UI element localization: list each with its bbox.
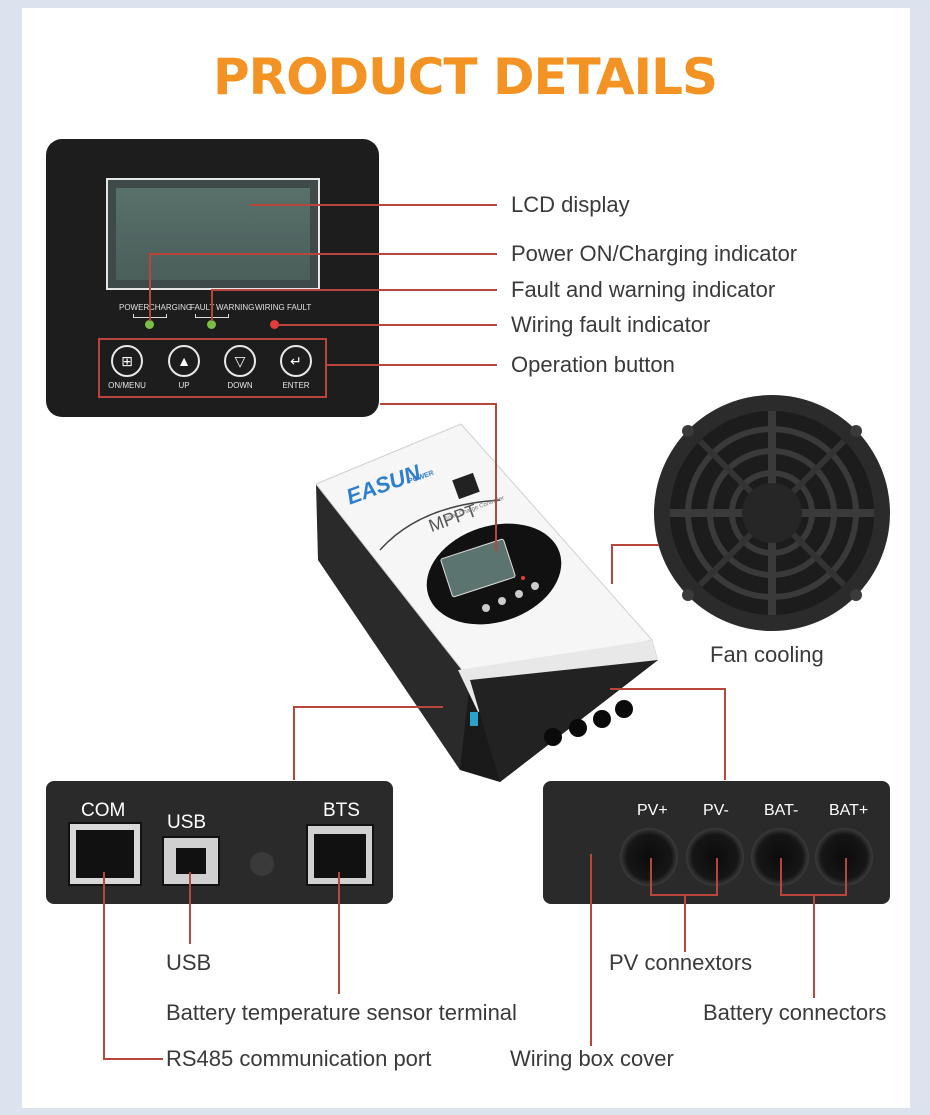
cooling-fan-image (654, 395, 890, 631)
down-button[interactable]: ▽ (224, 345, 256, 377)
buttons-highlight (98, 338, 327, 398)
power-callout-drop (149, 253, 151, 321)
fault-indicator-callout: Fault and warning indicator (511, 277, 776, 302)
pv-plus-callout-drop (650, 858, 652, 896)
triangle-up-icon: ▲ (177, 353, 191, 369)
wiring-indicator-callout: Wiring fault indicator (511, 312, 711, 337)
fan-callout-line (611, 544, 659, 546)
pv-connectors-callout: PV connextors (609, 950, 753, 975)
down-label: DOWN (227, 381, 253, 390)
pv-plus-label: PV+ (637, 802, 668, 819)
wiring-fault-led-label: WIRING FAULT (255, 303, 312, 312)
usb-port-label: USB (167, 812, 207, 833)
wiring-box-callout: Wiring box cover (510, 1046, 674, 1071)
ports-callout-drop (293, 706, 295, 780)
wiring-box-callout-drop (590, 854, 592, 1046)
connectors-callout-line (610, 688, 726, 690)
lcd-display-callout: LCD display (511, 192, 630, 217)
warning-led-label: WARNING (216, 303, 255, 312)
enter-icon: ↵ (290, 353, 302, 369)
page-title: PRODUCT DETAILS (212, 48, 718, 106)
bat-plus-connector (815, 828, 873, 886)
pv-plus-connector (620, 828, 678, 886)
up-button[interactable]: ▲ (168, 345, 200, 377)
power-indicator-callout: Power ON/Charging indicator (511, 241, 798, 266)
fault-led (207, 320, 216, 329)
power-callout-line (149, 253, 497, 255)
enter-label: ENTER (282, 381, 310, 390)
bts-port-label: BTS (323, 800, 360, 821)
bat-minus-callout-drop (780, 858, 782, 896)
pv-callout-drop (684, 894, 686, 952)
connectors-callout-drop (724, 688, 726, 780)
pv-minus-callout-drop (716, 858, 718, 896)
charging-led-label: CHARGING (149, 303, 193, 312)
bts-port (306, 824, 374, 886)
fault-callout-drop (211, 289, 213, 321)
triangle-down-icon: ▽ (234, 353, 246, 369)
bts-callout-drop (338, 872, 340, 994)
usb-callout: USB (166, 950, 212, 975)
fan-callout-drop (611, 544, 613, 584)
pv-minus-label: PV- (703, 802, 729, 819)
screw (250, 852, 274, 876)
enter-button[interactable]: ↵ (280, 345, 312, 377)
windows-icon: ⊞ (121, 353, 133, 369)
lcd-callout-line (250, 204, 497, 206)
usb-callout-drop (189, 872, 191, 944)
power-led (145, 320, 154, 329)
up-label: UP (178, 381, 190, 390)
fault-led-label: FAULT (190, 303, 215, 312)
rs485-callout-drop (103, 872, 105, 1060)
bat-plus-label: BAT+ (829, 802, 869, 819)
usb-port (162, 836, 220, 886)
on-menu-button[interactable]: ⊞ (111, 345, 143, 377)
fault-callout-line (211, 289, 497, 291)
bat-callout-drop (813, 894, 815, 998)
device-callout-drop (495, 403, 497, 551)
operation-button-callout: Operation button (511, 352, 675, 377)
lcd-screen (106, 178, 320, 290)
device-callout-line (380, 403, 497, 405)
com-port-label: COM (81, 800, 126, 821)
com-port (68, 822, 142, 886)
wiring-fault-led (270, 320, 279, 329)
on-menu-label: ON/MENU (108, 381, 146, 390)
wiring-callout-line (277, 324, 497, 326)
fan-cooling-callout: Fan cooling (710, 642, 824, 667)
battery-temp-callout: Battery temperature sensor terminal (166, 1000, 517, 1025)
pv-minus-connector (686, 828, 744, 886)
button-callout-line (327, 364, 497, 366)
ports-callout-line (293, 706, 443, 708)
rs485-callout-line (103, 1058, 163, 1060)
power-led-label: POWER (119, 303, 150, 312)
bat-minus-label: BAT- (764, 802, 799, 819)
rs485-callout: RS485 communication port (166, 1046, 432, 1071)
bat-plus-callout-drop (845, 858, 847, 896)
battery-connectors-callout: Battery connectors (703, 1000, 887, 1025)
